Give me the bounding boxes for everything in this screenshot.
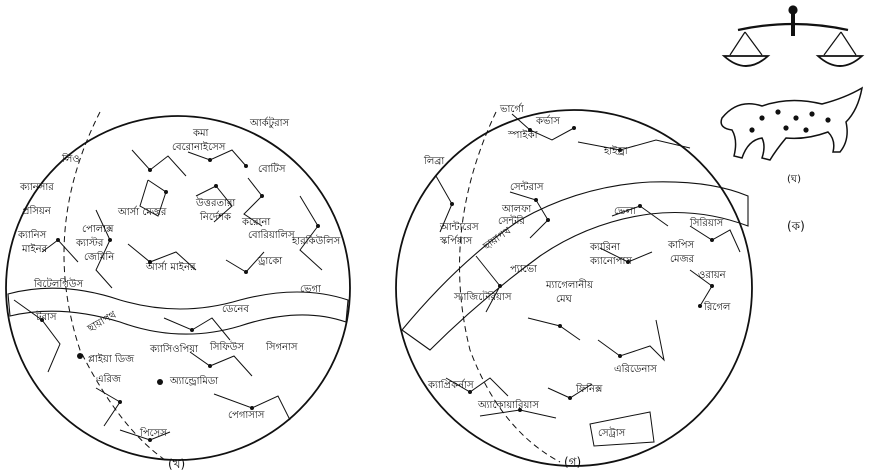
label-corona: করোনা — [241, 217, 271, 228]
label-canis: ক্যানিস — [17, 229, 47, 241]
label-canopus: ক্যানোপাস — [589, 256, 632, 267]
label-antares: আন্টারেস — [439, 221, 479, 233]
label-centaurus: সেন্টরাস — [510, 181, 544, 193]
label-cygnus: সিগনাস — [265, 341, 298, 353]
label-cloud: মেঘ — [556, 294, 573, 305]
label-ursa-minor: আর্সা মাইনর — [145, 261, 196, 273]
celestial-equator-north — [63, 111, 169, 463]
label-alpha: আলফা — [501, 204, 532, 215]
label-pavo: প্যাভো — [510, 264, 538, 275]
label-castor: ক্যাস্টর — [75, 236, 104, 249]
label-draco: ড্রাকো — [257, 256, 283, 267]
label-pleiades: প্লাইয়া ডিজ — [88, 353, 135, 365]
label-virgo: ভার্গো — [499, 103, 525, 115]
label-phoenix: ফিনিক্স — [575, 383, 603, 395]
south-sky-disc — [395, 109, 753, 467]
label-orion: ওরায়ন — [698, 270, 727, 281]
label-libra: লিব্রা — [423, 155, 445, 167]
label-milky-way-north: ছায়াপথ — [85, 309, 119, 335]
panel-c-caption: (গ) — [564, 455, 581, 469]
label-cepheus: সিফিউস — [209, 340, 244, 353]
label-vega: ভেগা — [300, 284, 322, 295]
milky-way-band-north — [7, 287, 349, 335]
label-hercules: হারকিউলিস — [291, 234, 341, 247]
label-coma: কমা — [192, 128, 210, 139]
label-pollux: পোলাক্স — [82, 224, 114, 235]
panel-a-side-label: (ক) — [787, 219, 805, 233]
north-sky-disc — [5, 115, 351, 461]
label-rigel: রিগেল — [703, 301, 731, 313]
label-cetus: সেট্রাস — [598, 427, 626, 439]
label-major-south: মেজর — [670, 254, 695, 265]
label-pointer: নির্দেশক — [199, 211, 232, 223]
label-milky-way-south: ছায়াপথ — [481, 225, 514, 253]
panel-a-caption: (ঘ) — [787, 174, 801, 185]
label-aquarius: অ্যাকোয়ারিয়াস — [477, 399, 539, 411]
label-sirius: সিরিয়াস — [689, 217, 724, 229]
south-constellation-labels: কর্ভাস স্পাইকা হাইড্রা লিব্রা ভার্গো সেন… — [423, 103, 731, 439]
label-ursa-major: আর্সা মেজর — [117, 206, 167, 218]
label-borealis: বোরিয়ালিস — [248, 229, 295, 241]
label-betelgeuse: বিটেলগিউস — [33, 277, 84, 290]
label-capricornus: ক্যাপ্রিকর্নাস — [427, 379, 474, 391]
label-corvus: কর্ভাস — [535, 115, 560, 127]
label-procyon: প্রসিয়ন — [22, 205, 52, 217]
label-pegasus: পেগাসাস — [228, 410, 265, 421]
label-aries: এরিজ — [96, 373, 122, 385]
north-stars — [40, 158, 320, 442]
label-eridanus: এরিডেনাস — [614, 363, 657, 375]
label-spica: স্পাইকা — [507, 129, 539, 141]
celestial-equator-south — [459, 111, 561, 463]
label-cassiopeia: ক্যাসিওপিয়া — [149, 343, 199, 355]
label-minor: মাইনর — [21, 243, 48, 255]
north-constellation-labels: কমা বেরোনাইসেস আর্কটুরাস বোটিস লিও ক্যান… — [17, 116, 341, 439]
label-cancer: ক্যানসার — [19, 182, 54, 193]
label-vela: ভেলা — [614, 206, 637, 217]
label-bootes: বোটিস — [258, 162, 286, 175]
label-gemini: জেমিনি — [84, 251, 115, 263]
label-centauri: সেন্টরি — [498, 215, 525, 227]
label-taurus: টরাস — [35, 310, 57, 323]
label-carina: ক্যারিনা — [589, 241, 621, 253]
label-arcturus: আর্কটুরাস — [249, 116, 290, 129]
south-stars — [450, 126, 714, 412]
label-sagittarius: স্যাজিটেরিয়াস — [453, 290, 512, 303]
north-constellation-lines — [13, 149, 323, 441]
label-polaris: উত্তরতারা — [195, 196, 236, 209]
label-pisces: পিসেস — [139, 427, 167, 439]
label-deneb: ডেনেব — [222, 304, 249, 315]
label-hydra: হাইড্রা — [603, 145, 629, 157]
label-magellanic: ম্যাগেলানীয় — [545, 278, 594, 291]
label-scorpius: স্কর্পিয়াস — [439, 235, 473, 247]
label-andromeda: অ্যান্ড্রোমিডা — [169, 375, 219, 387]
leopard-icon — [720, 86, 864, 161]
label-leo: লিও — [61, 153, 80, 165]
panel-b-caption: (খ) — [168, 457, 185, 471]
label-canis-south: কাপিস — [667, 239, 695, 251]
label-berenices: বেরোনাইসেস — [172, 141, 226, 153]
libra-scale-icon — [721, 5, 865, 67]
milky-way-band-south — [401, 181, 749, 351]
